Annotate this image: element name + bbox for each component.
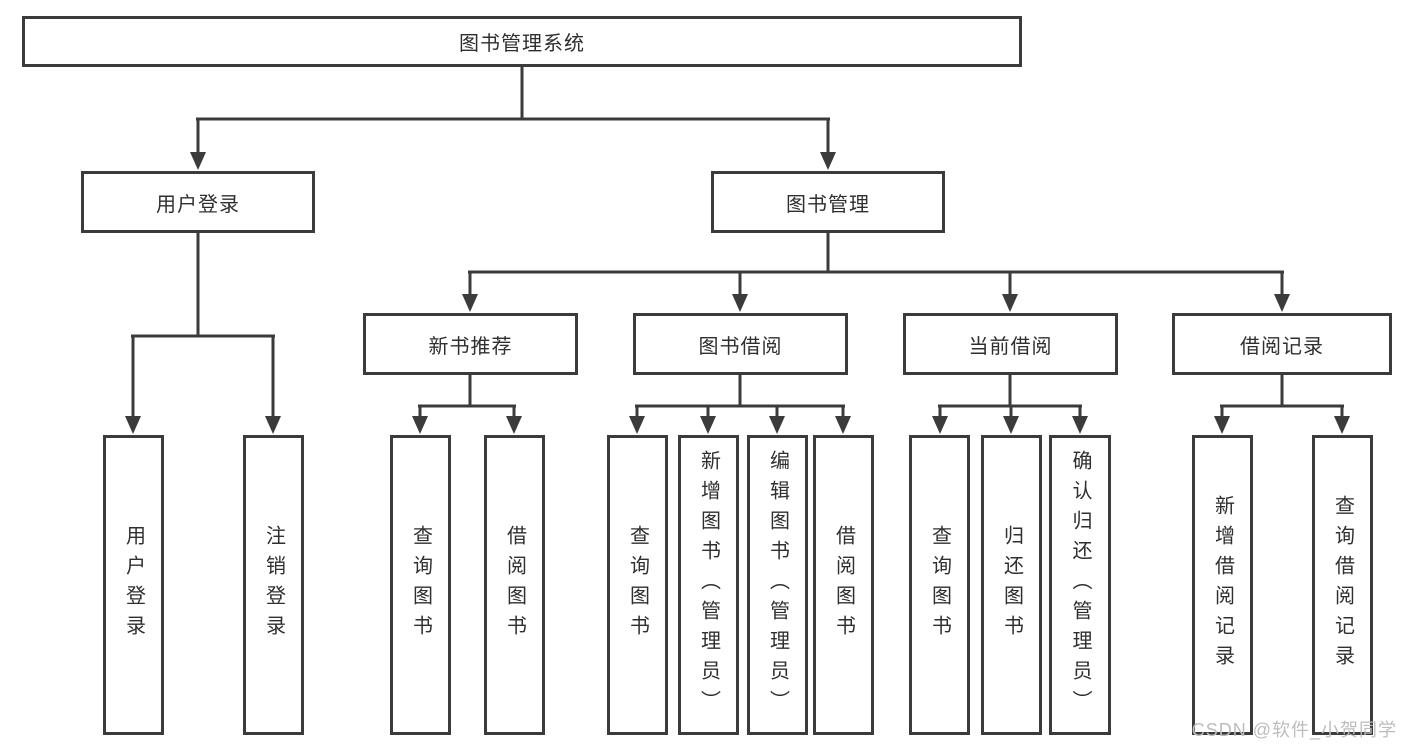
node-borrowing-records: 借阅记录 [1172, 313, 1392, 375]
node-label: 编辑图书（管理员） [766, 450, 789, 720]
node-book-management: 图书管理 [711, 171, 945, 233]
leaf-add-books-admin: 新增图书（管理员） [678, 435, 739, 735]
connector-bookborrow-to-leaves [629, 375, 851, 434]
node-label: 查询图书 [409, 525, 432, 645]
leaf-query-books-2: 查询图书 [607, 435, 668, 735]
watermark: CSDN @软件_小贺同学 [1191, 720, 1397, 740]
leaf-borrow-books-1: 借阅图书 [484, 435, 545, 735]
connector-currentborrow-to-leaves [932, 375, 1088, 434]
node-label: 查询图书 [928, 525, 951, 645]
node-label: 注销登录 [262, 525, 285, 645]
node-label: 查询借阅记录 [1331, 495, 1354, 675]
node-user-login: 用户登录 [81, 171, 315, 233]
node-label: 借阅图书 [503, 525, 526, 645]
connector-root-to-level2 [190, 67, 836, 170]
node-label: 借阅图书 [832, 525, 855, 645]
leaf-add-borrow-record: 新增借阅记录 [1192, 435, 1253, 735]
arrow-down-icon [820, 152, 836, 170]
arrow-down-icon [1003, 416, 1019, 434]
node-label: 新增图书（管理员） [697, 450, 720, 720]
node-system-root: 图书管理系统 [22, 16, 1022, 67]
node-book-borrowing: 图书借阅 [633, 313, 848, 375]
leaf-query-borrow-record: 查询借阅记录 [1312, 435, 1373, 735]
arrow-down-icon [1072, 416, 1088, 434]
arrow-down-icon [732, 294, 748, 312]
arrow-down-icon [462, 294, 478, 312]
arrow-down-icon [190, 152, 206, 170]
arrow-down-icon [1002, 294, 1018, 312]
arrow-down-icon [265, 416, 281, 434]
node-label: 图书管理系统 [459, 33, 585, 55]
node-label: 归还图书 [1000, 525, 1023, 645]
connector-borrowrecords-to-leaves [1214, 375, 1350, 434]
arrow-down-icon [506, 416, 522, 434]
node-label: 图书管理 [786, 193, 870, 216]
connector-bookmgmt-to-level3 [462, 233, 1290, 312]
leaf-borrow-books-2: 借阅图书 [813, 435, 874, 735]
node-label: 图书借阅 [698, 335, 783, 358]
connector-newbook-to-leaves [412, 375, 522, 434]
node-label: 新增借阅记录 [1211, 495, 1234, 675]
arrow-down-icon [1334, 416, 1350, 434]
arrow-down-icon [1274, 294, 1290, 312]
leaf-return-books: 归还图书 [981, 435, 1042, 735]
leaf-query-books-3: 查询图书 [909, 435, 970, 735]
leaf-edit-books-admin: 编辑图书（管理员） [747, 435, 808, 735]
arrow-down-icon [700, 416, 716, 434]
arrow-down-icon [629, 416, 645, 434]
leaf-confirm-return-admin: 确认归还（管理员） [1049, 435, 1111, 735]
node-label: 查询图书 [626, 525, 649, 645]
leaf-logout: 注销登录 [243, 435, 304, 735]
arrow-down-icon [835, 416, 851, 434]
arrow-down-icon [1214, 416, 1230, 434]
arrow-down-icon [125, 416, 141, 434]
node-label: 确认归还（管理员） [1069, 450, 1091, 720]
node-current-borrowing: 当前借阅 [903, 313, 1118, 375]
arrow-down-icon [932, 416, 948, 434]
node-label: 用户登录 [122, 525, 145, 645]
arrow-down-icon [769, 416, 785, 434]
node-new-book-recommendation: 新书推荐 [363, 313, 578, 375]
node-label: 当前借阅 [968, 335, 1053, 358]
connector-userlogin-to-leaves [125, 233, 281, 434]
leaf-query-books-1: 查询图书 [390, 435, 451, 735]
node-label: 用户登录 [156, 193, 240, 216]
arrow-down-icon [412, 416, 428, 434]
node-label: 新书推荐 [428, 335, 513, 358]
leaf-user-login: 用户登录 [103, 435, 164, 735]
node-label: 借阅记录 [1240, 335, 1324, 358]
